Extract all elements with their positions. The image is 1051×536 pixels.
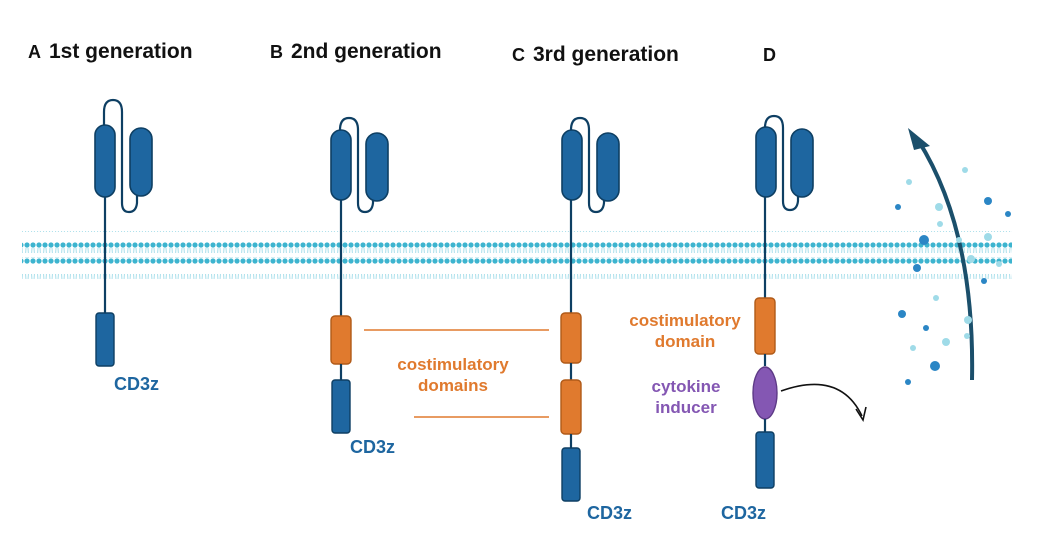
cd3z-label-a: CD3z bbox=[114, 374, 160, 394]
cytokine-line2: inducer bbox=[655, 398, 717, 417]
costim-domain-d bbox=[754, 297, 776, 355]
cytokine-dot bbox=[933, 295, 939, 301]
cytokine-dot bbox=[967, 255, 975, 263]
panel-heading-b: 2nd generation bbox=[291, 40, 442, 63]
panel-heading-c: 3rd generation bbox=[533, 43, 679, 66]
receptor-4th-generation bbox=[752, 114, 814, 489]
cytokine-dot bbox=[923, 325, 929, 331]
cytokine-dot bbox=[905, 379, 911, 385]
costim-domain-line2: domain bbox=[654, 332, 716, 351]
cytokine-inducer-label: cytokine inducer bbox=[645, 376, 727, 418]
costim-domain-c1 bbox=[560, 312, 582, 364]
panel-title-d: D bbox=[763, 43, 784, 67]
cytokine-line1: cytokine bbox=[651, 377, 721, 396]
release-arrow bbox=[908, 128, 975, 381]
secretion-arrow bbox=[780, 383, 867, 423]
costim-domains-line2: domains bbox=[418, 376, 488, 395]
cytokine-dot bbox=[935, 203, 943, 211]
receptor-3rd-generation bbox=[560, 116, 620, 502]
cytokine-dot bbox=[895, 204, 901, 210]
panel-title-b: B 2nd generation bbox=[270, 40, 442, 64]
cytokine-dot bbox=[962, 167, 968, 173]
panel-letter-c: C bbox=[512, 45, 525, 65]
costimulatory-domain-label: costimulatory domain bbox=[622, 310, 748, 352]
cd3z-domain-c bbox=[561, 447, 581, 502]
panel-letter-a: A bbox=[28, 42, 41, 62]
cytokine-dot bbox=[1005, 211, 1011, 217]
cytokine-dot bbox=[910, 345, 916, 351]
cytokine-dot bbox=[984, 197, 992, 205]
cytokine-inducer-domain bbox=[752, 366, 778, 420]
panel-letter-b: B bbox=[270, 42, 283, 62]
cd3z-domain-d bbox=[755, 431, 775, 489]
secreted-cytokines bbox=[895, 167, 1011, 385]
costim-domain-c2 bbox=[560, 379, 582, 435]
costim-domain-line1: costimulatory bbox=[629, 311, 741, 330]
cytokine-dot bbox=[996, 261, 1002, 267]
cytokine-dot bbox=[964, 333, 970, 339]
cytokine-dot bbox=[906, 179, 912, 185]
costim-domain-b bbox=[330, 315, 352, 365]
costimulatory-domains-label: costimulatory domains bbox=[390, 354, 516, 396]
cytokine-dot bbox=[942, 338, 950, 346]
cytokine-dot bbox=[937, 221, 943, 227]
cytokine-dot bbox=[964, 316, 972, 324]
cd3z-label-c: CD3z bbox=[587, 503, 633, 523]
cytokine-dot bbox=[930, 361, 940, 371]
panel-title-a: A 1st generation bbox=[28, 40, 193, 64]
cd3z-domain-b bbox=[331, 379, 351, 434]
cytokine-dot bbox=[898, 310, 906, 318]
cytokine-dot bbox=[956, 237, 962, 243]
receptor-1st-generation bbox=[94, 98, 153, 367]
cd3z-label-d: CD3z bbox=[721, 503, 767, 523]
cell-membrane bbox=[22, 231, 1012, 279]
cytokine-dot bbox=[913, 264, 921, 272]
cytokine-dot bbox=[984, 233, 992, 241]
panel-letter-d: D bbox=[763, 45, 776, 65]
cd3z-label-b: CD3z bbox=[350, 437, 396, 457]
panel-title-c: C 3rd generation bbox=[512, 43, 679, 67]
cytokine-dot bbox=[981, 278, 987, 284]
panel-heading-a: 1st generation bbox=[49, 40, 193, 63]
cytokine-dot bbox=[919, 235, 929, 245]
cd3z-domain-a bbox=[95, 312, 115, 367]
receptor-2nd-generation bbox=[330, 116, 389, 434]
costim-domains-line1: costimulatory bbox=[397, 355, 509, 374]
